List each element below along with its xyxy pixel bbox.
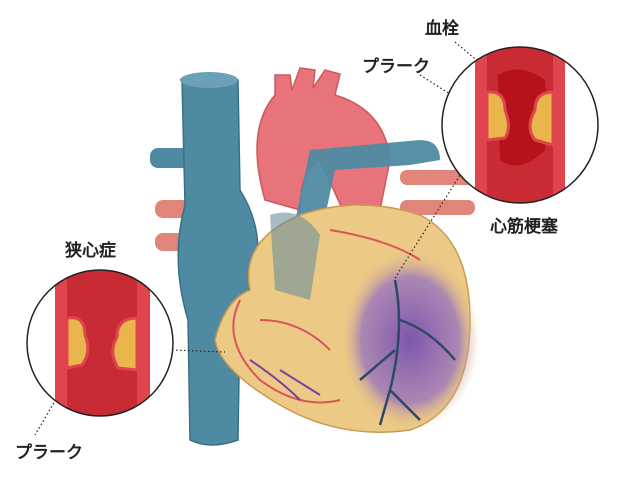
plaque-top-label: プラーク xyxy=(362,57,430,77)
plaque-top-left xyxy=(485,90,510,142)
plaque-bottom-left xyxy=(65,316,90,370)
angina-label: 狭心症 xyxy=(65,241,116,261)
infarct-region xyxy=(340,250,480,430)
plaque-bottom-label: プラーク xyxy=(15,443,83,463)
coronary-arteries xyxy=(232,229,421,404)
pulmonary-artery xyxy=(290,140,440,245)
plaque-top-right xyxy=(528,90,555,147)
plaque-bottom-right xyxy=(111,316,139,372)
branch-arteries xyxy=(249,359,321,401)
angina-zoom-circle xyxy=(26,269,174,417)
blocked-arteries xyxy=(359,279,456,426)
myocardial-infarction-label: 心筋梗塞 xyxy=(490,217,558,237)
infarction-zoom-circle xyxy=(441,46,599,204)
thrombus-label: 血栓 xyxy=(425,19,459,39)
vena-cava xyxy=(177,73,259,446)
